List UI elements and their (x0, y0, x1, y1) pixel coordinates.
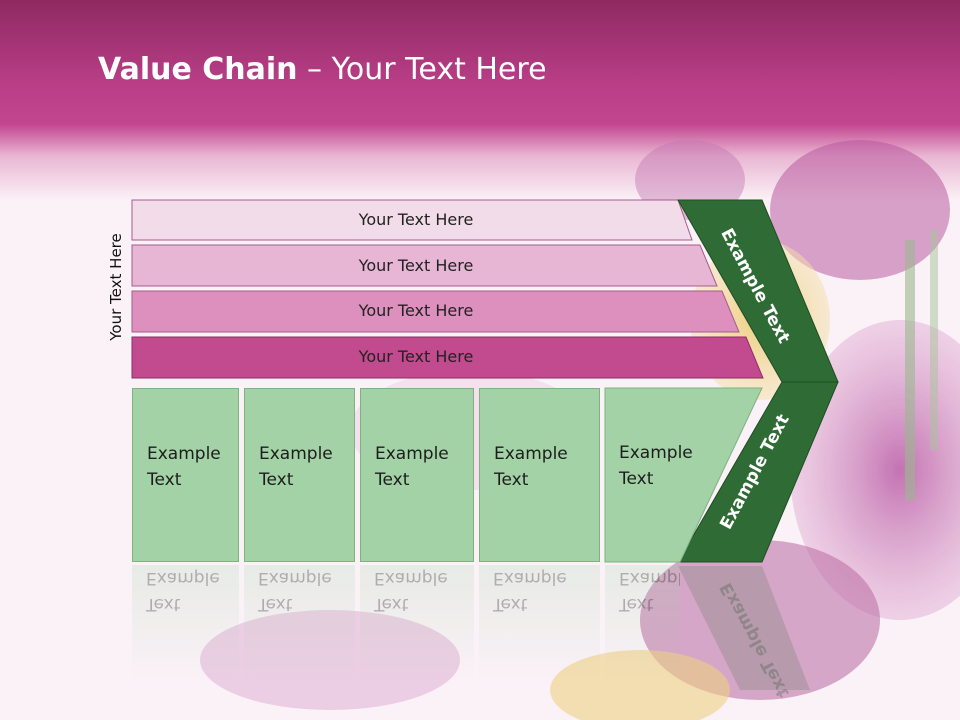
box-2-line2: Text (259, 470, 294, 490)
row-2-label: Your Text Here (358, 256, 474, 275)
box-4-line1: Example (494, 444, 568, 464)
box-5-line2: Text (619, 469, 654, 489)
box-3: Example Text (360, 388, 474, 562)
box-4: Example Text (479, 388, 600, 562)
row-3: Your Text Here (132, 291, 700, 331)
box-3-line2: Text (375, 470, 410, 490)
row-2: Your Text Here (132, 246, 700, 286)
box-5: Example Text (605, 388, 715, 562)
title-bold-part: Value Chain (98, 52, 298, 87)
slide-title: Value Chain – Your Text Here (98, 52, 547, 87)
box-4-line2: Text (494, 470, 529, 490)
box-3-line1: Example (375, 444, 449, 464)
row-1: Your Text Here (132, 200, 700, 240)
vertical-label: Your Text Here (107, 233, 125, 341)
title-rest-part: – Your Text Here (297, 52, 547, 87)
box-5-line1: Example (619, 443, 693, 463)
row-1-label: Your Text Here (358, 210, 474, 229)
row-4: Your Text Here (132, 337, 700, 377)
row-3-label: Your Text Here (358, 301, 474, 320)
row-4-label: Your Text Here (358, 347, 474, 366)
box-2-line1: Example (259, 444, 333, 464)
box-1-line2: Text (147, 470, 182, 490)
box-1-line1: Example (147, 444, 221, 464)
box-2: Example Text (244, 388, 355, 562)
box-1: Example Text (132, 388, 239, 562)
